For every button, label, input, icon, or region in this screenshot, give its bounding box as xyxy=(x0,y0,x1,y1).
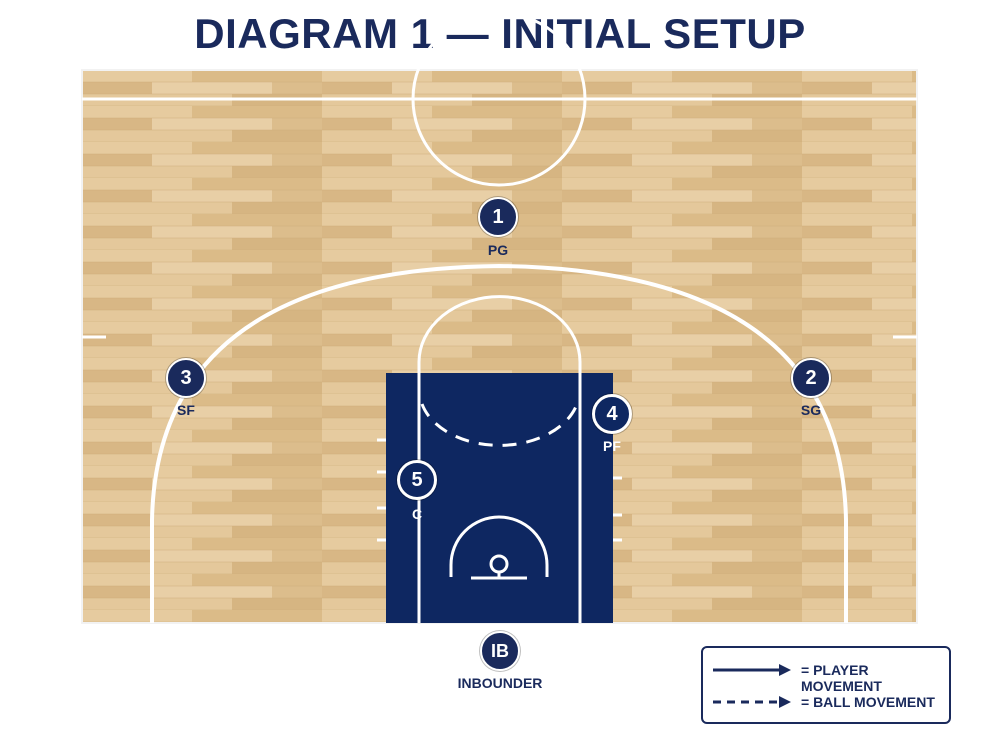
player-5-position-label: C xyxy=(411,506,423,522)
player-2-position-label: SG xyxy=(800,402,822,418)
solid-arrow-icon xyxy=(713,664,791,676)
inbounder-marker[interactable]: IB xyxy=(480,631,520,671)
player-2-marker[interactable]: 2 xyxy=(791,358,831,398)
legend-player-movement: = PLAYER MOVEMENT xyxy=(703,656,953,694)
player-3-marker[interactable]: 3 xyxy=(166,358,206,398)
legend-ball-movement-label: = BALL MOVEMENT xyxy=(801,694,935,710)
legend-box: = PLAYER MOVEMENT = BALL MOVEMENT xyxy=(701,646,951,724)
player-3-position-label: SF xyxy=(177,402,195,418)
inbounder-caption: INBOUNDER xyxy=(457,675,543,691)
legend-player-movement-label: = PLAYER MOVEMENT xyxy=(801,662,882,694)
player-1-position-label: PG xyxy=(487,242,509,258)
player-1-marker[interactable]: 1 xyxy=(478,197,518,237)
restricted-area-arc xyxy=(449,515,549,577)
player-5-marker[interactable]: 5 xyxy=(397,460,437,500)
free-throw-circle-top xyxy=(417,295,582,373)
diagram-title: DIAGRAM 1 — INITIAL SETUP xyxy=(194,10,806,57)
player-4-marker[interactable]: 4 xyxy=(592,394,632,434)
dashed-arrow-icon xyxy=(713,696,791,708)
rim xyxy=(489,554,509,574)
center-circle xyxy=(411,11,587,187)
legend-ball-movement: = BALL MOVEMENT xyxy=(703,688,953,716)
player-4-position-label: PF xyxy=(603,438,621,454)
